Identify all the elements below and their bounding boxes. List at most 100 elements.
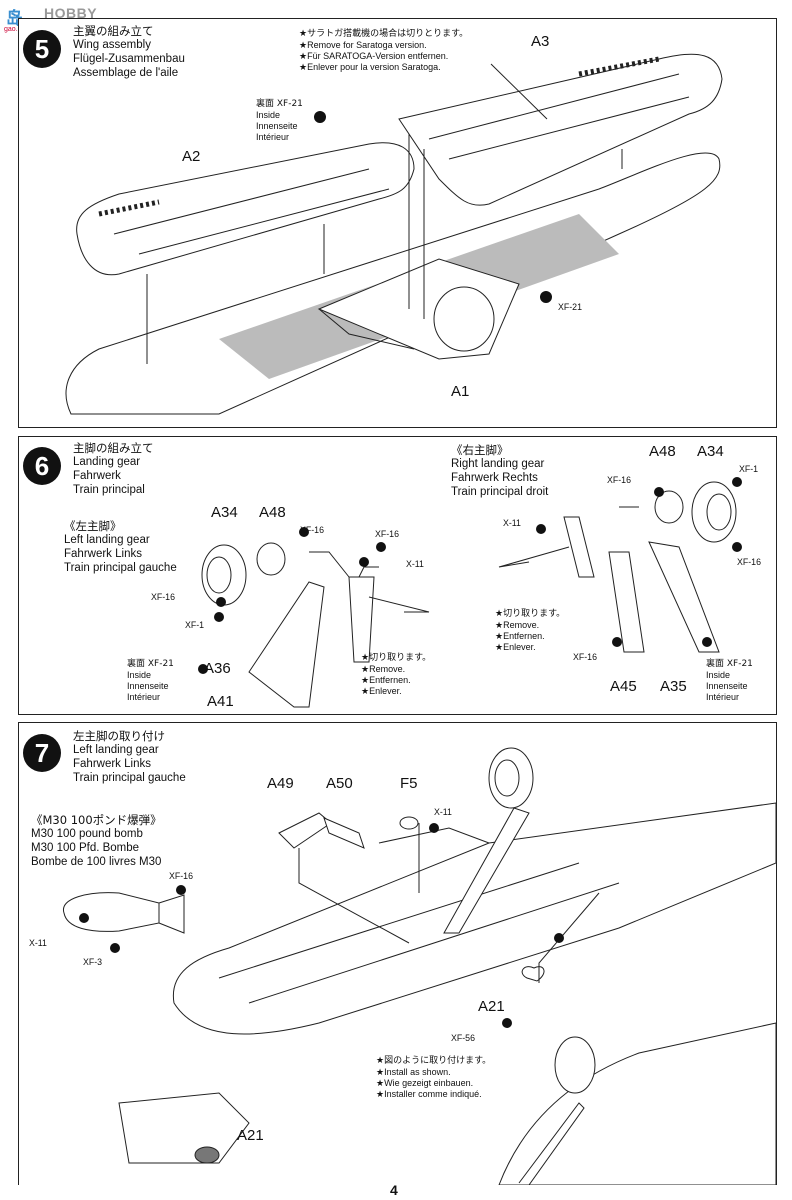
paint-xf16: XF-16 bbox=[607, 475, 631, 485]
part-a35: A35 bbox=[660, 678, 687, 695]
paint-xf16: XF-16 bbox=[573, 652, 597, 662]
title-en: Landing gear bbox=[73, 456, 141, 468]
title-de: Fahrwerk Links bbox=[73, 758, 151, 770]
paint-xf16: XF-16 bbox=[300, 525, 324, 535]
part-f5: F5 bbox=[400, 775, 418, 792]
part-a49: A49 bbox=[267, 775, 294, 792]
paint-xf56: XF-56 bbox=[451, 1033, 475, 1043]
note-line: ★Entfernen. bbox=[361, 675, 411, 685]
paint-x11: X-11 bbox=[406, 559, 424, 569]
header-de: Fahrwerk Links bbox=[64, 548, 142, 560]
paint-xf1: XF-1 bbox=[185, 620, 205, 630]
step-7-panel: 7 左主脚の取り付け Left landing gear Fahrwerk Li… bbox=[18, 722, 777, 1185]
step-title: 左主脚の取り付け Left landing gear Fahrwerk Link… bbox=[73, 729, 186, 785]
note-line: Innenseite bbox=[706, 681, 748, 691]
note-line: Intérieur bbox=[706, 692, 740, 702]
title-fr: Train principal bbox=[73, 484, 145, 496]
paint-x11: X-11 bbox=[29, 938, 47, 948]
part-a34-left: A34 bbox=[211, 504, 238, 521]
title-jp: 主脚の組み立て bbox=[73, 441, 154, 455]
part-a45: A45 bbox=[610, 678, 637, 695]
part-a48-right: A48 bbox=[649, 443, 676, 460]
header-fr: Train principal gauche bbox=[64, 562, 177, 574]
paint-code: 裏面 XF-21 bbox=[706, 659, 753, 669]
title-jp: 主翼の組み立て bbox=[73, 24, 154, 38]
header-de: Fahrwerk Rechts bbox=[451, 472, 538, 484]
note-line: ★図のように取り付けます。 bbox=[376, 1056, 492, 1066]
header-en: M30 100 pound bomb bbox=[31, 828, 143, 840]
paint-xf16: XF-16 bbox=[151, 592, 175, 602]
note-line: ★Remove. bbox=[361, 664, 406, 674]
step-number: 6 bbox=[23, 447, 61, 485]
paint-x11: X-11 bbox=[434, 807, 452, 817]
title-de: Flügel-Zusammenbau bbox=[73, 53, 185, 65]
title-en: Wing assembly bbox=[73, 39, 151, 51]
header-de: M30 100 Pfd. Bombe bbox=[31, 842, 140, 854]
wing-assembly-drawing bbox=[65, 53, 723, 415]
install-note: ★図のように取り付けます。 ★Install as shown. ★Wie ge… bbox=[376, 1056, 491, 1100]
part-a48-left: A48 bbox=[259, 504, 286, 521]
note-line: ★Installer comme indiqué. bbox=[376, 1089, 482, 1099]
header-fr: Train principal droit bbox=[451, 486, 549, 498]
part-a50: A50 bbox=[326, 775, 353, 792]
note-line: ★Für SARATOGA-Version entfernen. bbox=[299, 51, 449, 61]
part-a2: A2 bbox=[182, 148, 201, 165]
step-number: 7 bbox=[23, 734, 61, 772]
note-line: ★Remove. bbox=[495, 620, 540, 630]
part-a41: A41 bbox=[207, 693, 234, 710]
note-line: Intérieur bbox=[256, 132, 290, 142]
title-en: Left landing gear bbox=[73, 744, 159, 756]
note-line: Innenseite bbox=[127, 681, 169, 691]
paint-code: 裏面 XF-21 bbox=[127, 659, 174, 669]
note-line: ★Entfernen. bbox=[495, 631, 545, 641]
step-6-panel: 6 主脚の組み立て Landing gear Fahrwerk Train pr… bbox=[18, 436, 777, 715]
left-gear-header: 《左主脚》 Left landing gear Fahrwerk Links T… bbox=[64, 519, 177, 575]
paint-xf1: XF-1 bbox=[739, 464, 759, 474]
inside-note-right: 裏面 XF-21 Inside Innenseite Intérieur bbox=[706, 659, 753, 703]
remove-note-left: ★切り取ります。 ★Remove. ★Entfernen. ★Enlever. bbox=[361, 653, 431, 697]
bomb-header: 《M30 100ポンド爆弾》 M30 100 pound bomb M30 10… bbox=[31, 813, 162, 869]
note-line: ★Enlever pour la version Saratoga. bbox=[299, 62, 441, 72]
paint-code: 裏面 XF-21 bbox=[256, 99, 303, 109]
part-a34-right: A34 bbox=[697, 443, 724, 460]
note-line: ★切り取ります。 bbox=[495, 609, 566, 619]
paint-xf16: XF-16 bbox=[169, 871, 193, 881]
part-a21: A21 bbox=[478, 998, 505, 1015]
inside-note: 裏面 XF-21 Inside Innenseite Intérieur bbox=[256, 99, 303, 143]
part-a21-inset: A21 bbox=[237, 1127, 264, 1144]
saratoga-note: ★サラトガ搭載機の場合は切りとります。 ★Remove for Saratoga… bbox=[299, 29, 468, 73]
note-line: ★Remove for Saratoga version. bbox=[299, 40, 427, 50]
note-line: ★サラトガ搭載機の場合は切りとります。 bbox=[299, 29, 469, 39]
step-title: 主脚の組み立て Landing gear Fahrwerk Train prin… bbox=[73, 441, 154, 497]
page-number: 4 bbox=[390, 1182, 398, 1198]
paint-xf16: XF-16 bbox=[375, 529, 399, 539]
left-gear-install-drawing bbox=[63, 747, 776, 1185]
note-line: Inside bbox=[706, 670, 731, 680]
paint-x11: X-11 bbox=[503, 518, 521, 528]
part-a3: A3 bbox=[531, 33, 550, 50]
header-jp: 《右主脚》 bbox=[451, 443, 509, 457]
title-fr: Assemblage de l'aile bbox=[73, 67, 179, 79]
title-de: Fahrwerk bbox=[73, 470, 121, 482]
header-en: Right landing gear bbox=[451, 458, 545, 470]
step-5-panel: 5 主翼の組み立て Wing assembly Flügel-Zusammenb… bbox=[18, 18, 777, 428]
note-line: ★切り取ります。 bbox=[361, 653, 432, 663]
paint-xf16: XF-16 bbox=[737, 557, 761, 567]
header-jp: 《左主脚》 bbox=[64, 519, 122, 533]
step-title: 主翼の組み立て Wing assembly Flügel-Zusammenbau… bbox=[73, 24, 185, 80]
part-a36: A36 bbox=[204, 660, 231, 677]
title-jp: 左主脚の取り付け bbox=[73, 729, 165, 743]
remove-note-right: ★切り取ります。 ★Remove. ★Entfernen. ★Enlever. bbox=[495, 609, 565, 653]
note-line: Inside bbox=[256, 110, 281, 120]
inside-note-left: 裏面 XF-21 Inside Innenseite Intérieur bbox=[127, 659, 174, 703]
note-line: Intérieur bbox=[127, 692, 161, 702]
note-line: ★Enlever. bbox=[495, 642, 536, 652]
note-line: ★Wie gezeigt einbauen. bbox=[376, 1078, 474, 1088]
part-a1: A1 bbox=[451, 383, 470, 400]
header-fr: Bombe de 100 livres M30 bbox=[31, 856, 162, 868]
note-line: ★Install as shown. bbox=[376, 1067, 451, 1077]
header-jp: 《M30 100ポンド爆弾》 bbox=[31, 813, 162, 827]
paint-xf3: XF-3 bbox=[83, 957, 103, 967]
paint-xf21: XF-21 bbox=[558, 302, 582, 312]
right-gear-header: 《右主脚》 Right landing gear Fahrwerk Rechts… bbox=[451, 443, 548, 499]
